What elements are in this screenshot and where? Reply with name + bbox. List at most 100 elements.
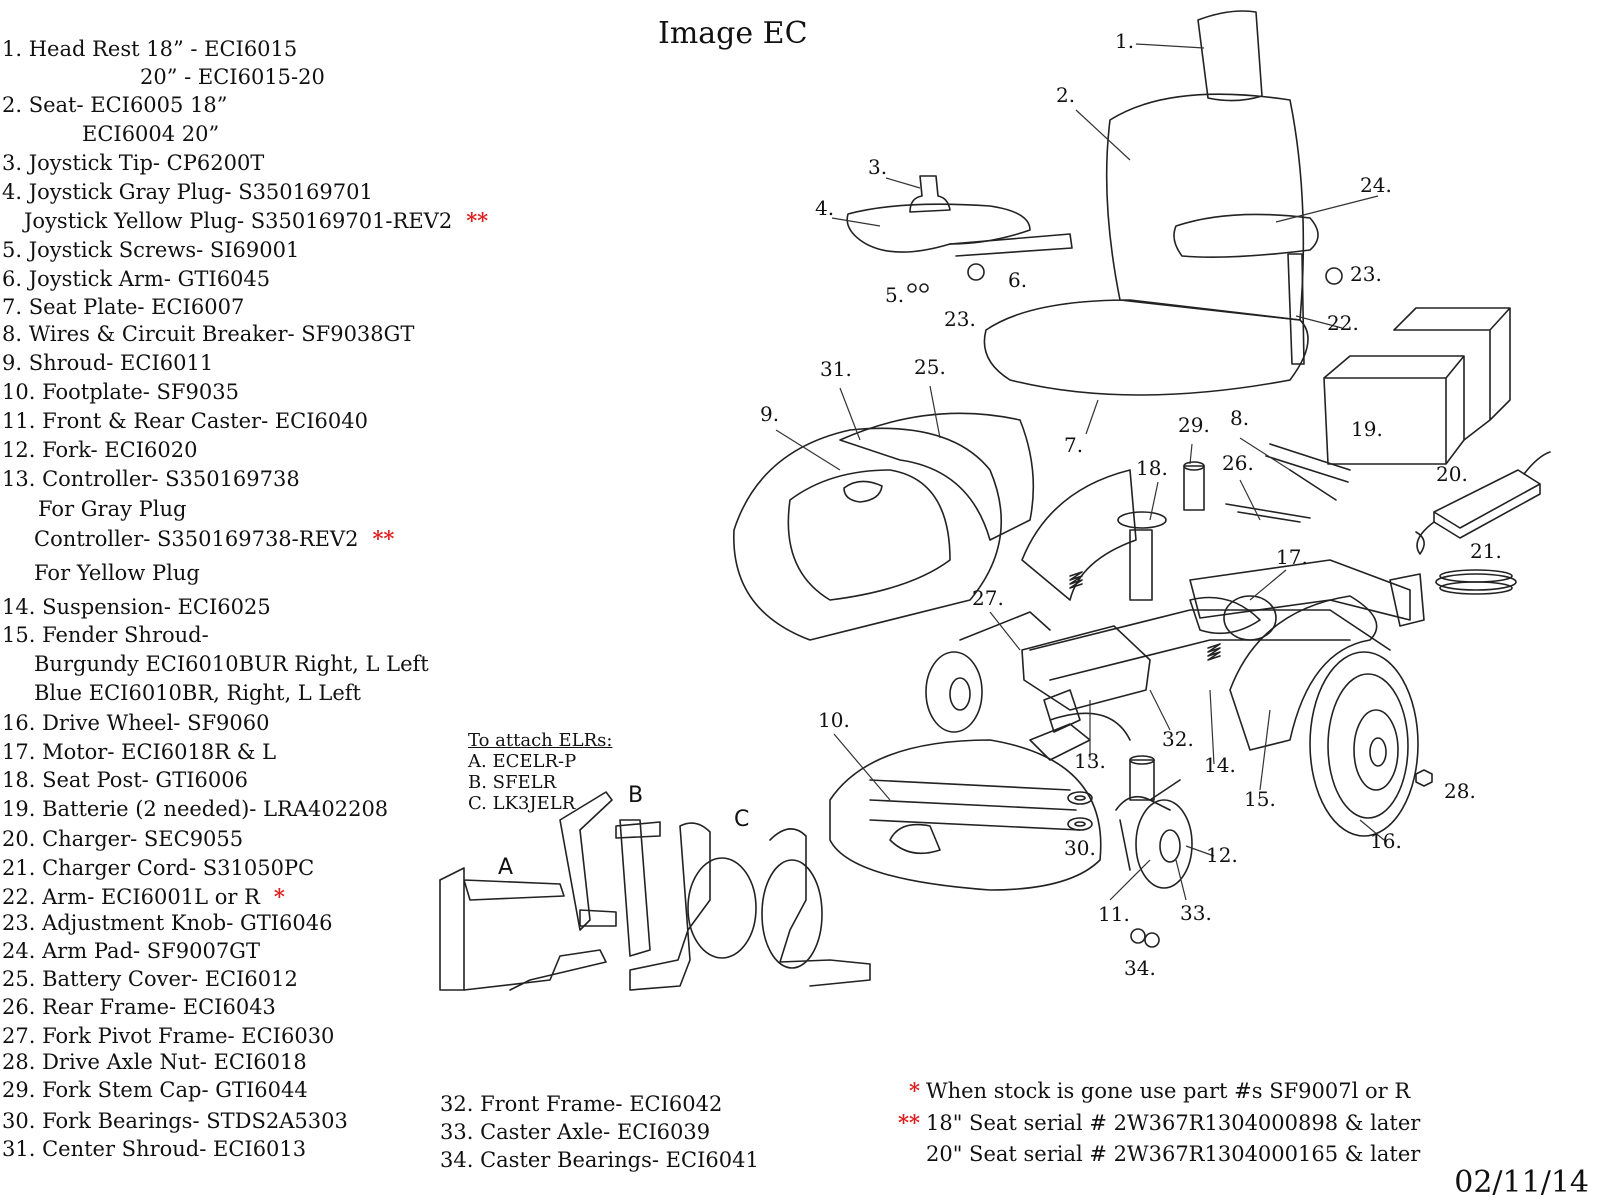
part-item: 32. Front Frame- ECI6042 — [440, 1092, 723, 1116]
part-item: 17. Motor- ECI6018R & L — [2, 739, 276, 765]
callout-label: 15. — [1244, 787, 1276, 811]
callout-label: 25. — [914, 355, 946, 379]
part-item: 8. Wires & Circuit Breaker- SF9038GT — [2, 321, 414, 347]
elr-item: C. LK3JELR — [468, 793, 576, 814]
callout-label: 6. — [1008, 268, 1027, 292]
callout-label: 23. — [1350, 262, 1382, 286]
part-item: 30. Fork Bearings- STDS2A5303 — [2, 1108, 348, 1134]
callout-label: 2. — [1056, 83, 1075, 107]
part-item: 16. Drive Wheel- SF9060 — [2, 710, 269, 736]
callout-label: 34. — [1124, 956, 1156, 980]
caster-left-shape — [925, 651, 983, 733]
seat-back-shape — [1105, 93, 1305, 321]
part-item: Controller- S350169738-REV2** — [34, 526, 394, 552]
part-text: 24. Arm Pad- SF9007GT — [2, 939, 260, 963]
suspension-spring-right — [1207, 643, 1221, 661]
part-item: 19. Batterie (2 needed)- LRA402208 — [2, 796, 388, 822]
callout-label: 3. — [868, 155, 887, 179]
part-item: 23. Adjustment Knob- GTI6046 — [2, 910, 333, 936]
footnote-text: 18" Seat serial # 2W367R1304000898 & lat… — [926, 1111, 1421, 1135]
motor-shape — [1223, 595, 1277, 641]
callout-label: 4. — [815, 196, 834, 220]
part-text: 20. Charger- SEC9055 — [2, 827, 244, 851]
elr-letter-label: A — [498, 855, 513, 880]
part-item: 24. Arm Pad- SF9007GT — [2, 938, 260, 964]
part-text: 2. Seat- ECI6005 18” — [2, 93, 228, 117]
callout-label: 29. — [1178, 413, 1210, 437]
part-item: 20. Charger- SEC9055 — [2, 826, 243, 852]
callout-label: 14. — [1204, 753, 1236, 777]
elr-heading: To attach ELRs: — [468, 730, 613, 751]
elr-legend: To attach ELRs: A. ECELR-P B. SFELR C. L… — [468, 730, 612, 814]
part-text: 16. Drive Wheel- SF9060 — [2, 711, 270, 735]
callout-label: 20. — [1436, 462, 1468, 486]
callout-label: 8. — [1230, 406, 1249, 430]
part-text: 4. Joystick Gray Plug- S350169701 — [2, 180, 373, 204]
part-note-marker: * — [273, 884, 285, 909]
part-text: Joystick Yellow Plug- S350169701-REV2 — [24, 209, 453, 233]
part-text: 23. Adjustment Knob- GTI6046 — [2, 911, 333, 935]
part-text: 31. Center Shroud- ECI6013 — [2, 1137, 307, 1161]
headrest-shape — [1197, 10, 1263, 102]
part-text: 11. Front & Rear Caster- ECI6040 — [2, 409, 368, 433]
part-text: For Gray Plug — [38, 497, 187, 521]
part-item: 25. Battery Cover- ECI6012 — [2, 966, 298, 992]
frame-shape — [1029, 609, 1391, 681]
fender-left-shape — [1021, 469, 1137, 601]
part-text: 26. Rear Frame- ECI6043 — [2, 995, 276, 1019]
callout-label: 5. — [885, 283, 904, 307]
footnote-mark: ** — [898, 1110, 920, 1135]
elr-b-shape — [559, 791, 613, 931]
exploded-diagram: 1.2.3.4.5.6.23.24.23.22.31.25.9.7.29.8.1… — [439, 10, 1551, 991]
part-text: Controller- S350169738-REV2 — [34, 527, 359, 551]
callout-label: 28. — [1444, 779, 1476, 803]
elr-a-shape — [439, 867, 607, 991]
part-item: 3. Joystick Tip- CP6200T — [2, 150, 264, 176]
part-item: 13. Controller- S350169738 — [2, 466, 300, 492]
caster-rear-shape — [1135, 799, 1193, 889]
joystick-shape — [909, 175, 951, 213]
callout-label: 12. — [1206, 843, 1238, 867]
drive-wheel-shape — [1309, 651, 1419, 837]
part-note-marker: ** — [466, 208, 489, 233]
part-item: 34. Caster Bearings- ECI6041 — [440, 1148, 759, 1172]
part-text: Blue ECI6010BR, Right, L Left — [34, 681, 361, 705]
part-text: 28. Drive Axle Nut- ECI6018 — [2, 1050, 307, 1074]
part-text: 15. Fender Shroud- — [2, 623, 209, 647]
part-text: ECI6004 20” — [82, 122, 220, 146]
elr-item: A. ECELR-P — [468, 751, 577, 772]
part-item: 27. Fork Pivot Frame- ECI6030 — [2, 1023, 334, 1049]
part-item: 1. Head Rest 18” - ECI6015 — [2, 36, 297, 62]
part-item: Blue ECI6010BR, Right, L Left — [34, 680, 361, 706]
diagram-title: Image EC — [658, 16, 808, 51]
callout-label: 22. — [1327, 311, 1359, 335]
part-text: 29. Fork Stem Cap- GTI6044 — [2, 1078, 308, 1102]
part-item: 18. Seat Post- GTI6006 — [2, 767, 248, 793]
callout-label: 30. — [1064, 836, 1096, 860]
parts-list-continued: 32. Front Frame- ECI6042 33. Caster Axle… — [440, 1090, 759, 1174]
footnote-text: When stock is gone use part #s SF9007l o… — [926, 1079, 1411, 1103]
footplate-shape — [829, 739, 1102, 891]
part-item: 2. Seat- ECI6005 18” — [2, 92, 228, 118]
callout-label: 13. — [1074, 749, 1106, 773]
footnote: *When stock is gone use part #s SF9007l … — [888, 1075, 1420, 1107]
callout-label: 10. — [818, 708, 850, 732]
footnote-text: 20" Seat serial # 2W367R1304000165 & lat… — [926, 1142, 1421, 1166]
callout-label: 33. — [1180, 901, 1212, 925]
part-text: 21. Charger Cord- S31050PC — [2, 856, 315, 880]
elr-letter-label: B — [628, 783, 643, 808]
part-item: 20” - ECI6015-20 — [140, 64, 325, 90]
part-text: 3. Joystick Tip- CP6200T — [2, 151, 265, 175]
callout-label: 1. — [1115, 29, 1134, 53]
callout-label: 16. — [1370, 829, 1402, 853]
part-item: 15. Fender Shroud- — [2, 622, 209, 648]
part-text: For Yellow Plug — [34, 561, 200, 585]
callout-label: 19. — [1351, 417, 1383, 441]
part-item: 12. Fork- ECI6020 — [2, 437, 197, 463]
callout-label: 26. — [1222, 451, 1254, 475]
part-item: 5. Joystick Screws- SI69001 — [2, 237, 299, 263]
callout-label: 9. — [760, 402, 779, 426]
part-text: 8. Wires & Circuit Breaker- SF9038GT — [2, 322, 415, 346]
part-item: Joystick Yellow Plug- S350169701-REV2 ** — [24, 208, 488, 234]
elr-letter-label: C — [734, 807, 749, 832]
